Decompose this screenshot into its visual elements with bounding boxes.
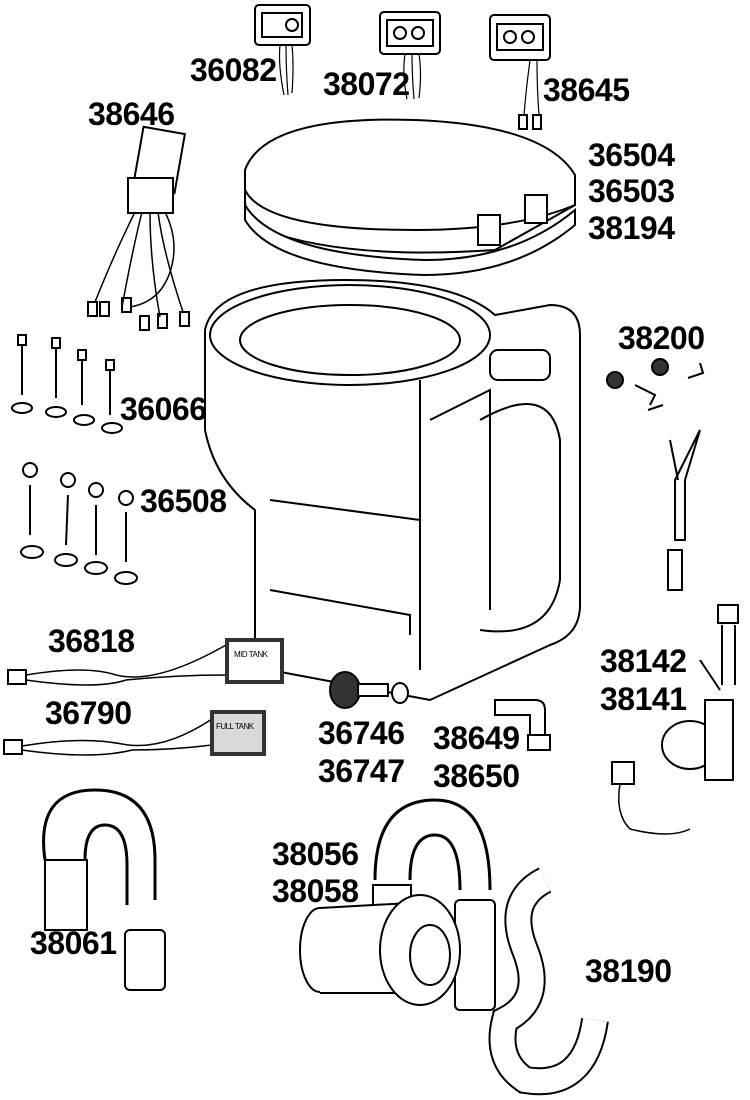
part-label: 36818 <box>48 623 135 659</box>
elbow-fittings-38200 <box>606 358 705 591</box>
part-label: 38646 <box>88 96 175 132</box>
part-label: 36747 <box>318 753 405 789</box>
part-label: 36503 <box>588 173 675 209</box>
part-label: 36066 <box>120 391 207 427</box>
full-tank-sensor-36790 <box>3 710 266 756</box>
part-label: 38056 <box>272 836 359 872</box>
part-label: 38645 <box>543 72 630 108</box>
part-label: 36504 <box>588 137 675 173</box>
mid-tank-label: MID TANK <box>234 650 268 659</box>
part-label: 38649 <box>433 720 520 756</box>
outlet-hose-38190 <box>488 867 609 1096</box>
full-tank-label: FULL TANK <box>216 722 254 731</box>
bolt-set-36066 <box>11 334 123 434</box>
part-label: 38141 <box>600 681 687 717</box>
seat-lid <box>244 118 576 277</box>
part-label: 38200 <box>618 320 705 356</box>
switch-panel-36082 <box>254 4 311 96</box>
part-label: 36746 <box>318 715 405 751</box>
pump-38142 <box>611 604 739 835</box>
switch-panel-38645 <box>489 14 551 130</box>
part-label: 38061 <box>30 925 117 961</box>
part-label: 38650 <box>433 758 520 794</box>
part-label: 38190 <box>585 953 672 989</box>
part-label: 36508 <box>140 483 227 519</box>
part-label: 36082 <box>190 52 277 88</box>
wiring-harness-38646 <box>87 125 190 331</box>
part-label: 38072 <box>323 66 410 102</box>
valve-38649 <box>494 699 551 751</box>
part-label: 38058 <box>272 873 359 909</box>
mid-tank-sensor-36818 <box>7 638 284 686</box>
switch-panel-38072 <box>379 11 441 100</box>
part-label: 36790 <box>45 695 132 731</box>
bolt-set-36508 <box>20 462 138 585</box>
part-label: 38194 <box>588 210 675 246</box>
macerator-pump-38056 <box>299 798 496 1011</box>
discharge-hose-38061 <box>42 788 166 991</box>
toilet-bowl <box>204 278 581 702</box>
inlet-fitting <box>329 671 409 709</box>
part-label: 38142 <box>600 643 687 679</box>
